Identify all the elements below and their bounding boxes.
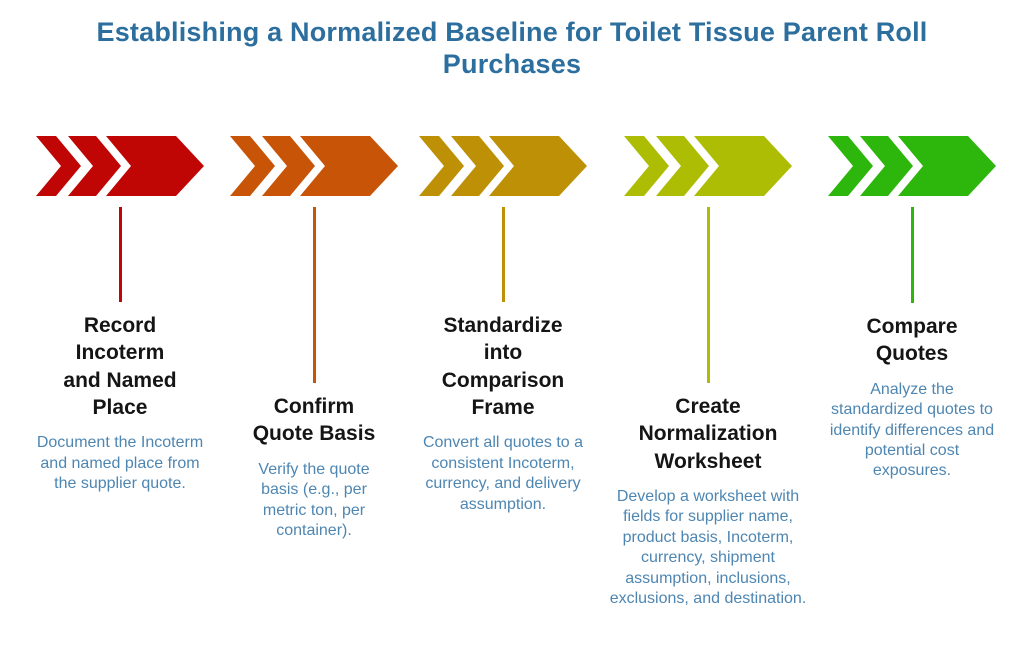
triple-chevron-icon — [419, 136, 587, 196]
step-title: Standardize into Comparison Frame — [441, 314, 565, 419]
step-title: Compare Quotes — [866, 315, 958, 366]
chevron-large — [489, 136, 587, 196]
chevron-small — [230, 136, 275, 196]
connector-line — [910, 207, 914, 303]
step-description: Develop a worksheet with fields for supp… — [609, 487, 807, 608]
chevron-medium — [68, 136, 121, 196]
chevron-large — [106, 136, 204, 196]
chevron-medium — [860, 136, 913, 196]
connector-line-fill — [501, 207, 505, 302]
connector-line — [501, 207, 505, 302]
chevron-medium — [656, 136, 709, 196]
step-column-confirm-quote-basis: Confirm Quote Basis Verify the quote bas… — [219, 136, 409, 541]
step-description: Verify the quote basis (e.g., per metric… — [258, 460, 370, 539]
connector-line — [312, 207, 316, 383]
connector-line-fill — [706, 207, 710, 383]
chevron-small — [624, 136, 669, 196]
connector-line-fill — [910, 207, 914, 303]
chevron-large — [694, 136, 792, 196]
chevron-small — [419, 136, 464, 196]
chevron-small — [828, 136, 873, 196]
triple-chevron-icon — [828, 136, 996, 196]
chevron-medium — [262, 136, 315, 196]
triple-chevron-icon — [624, 136, 792, 196]
step-description: Convert all quotes to a consistent Incot… — [422, 434, 584, 513]
step-description: Analyze the standardized quotes to ident… — [829, 380, 995, 480]
step-title: Record Incoterm and Named Place — [63, 314, 177, 419]
connector-line-fill — [118, 207, 122, 302]
step-description: Document the Incoterm and named place fr… — [36, 434, 204, 493]
step-title: Confirm Quote Basis — [252, 395, 376, 446]
page-title: Establishing a Normalized Baseline for T… — [96, 17, 928, 80]
step-title: Create Normalization Worksheet — [638, 395, 778, 473]
step-column-standardize-frame: Standardize into Comparison Frame Conver… — [408, 136, 598, 515]
chevron-small — [36, 136, 81, 196]
connector-line — [706, 207, 710, 383]
connector-line-fill — [312, 207, 316, 383]
step-column-normalization-worksheet: Create Normalization Worksheet Develop a… — [598, 136, 818, 610]
chevron-medium — [451, 136, 504, 196]
triple-chevron-icon — [230, 136, 398, 196]
step-column-record-incoterm: Record Incoterm and Named Place Document… — [25, 136, 215, 495]
step-column-compare-quotes: Compare Quotes Analyze the standardized … — [817, 136, 1007, 482]
chevron-large — [300, 136, 398, 196]
chevron-large — [898, 136, 996, 196]
connector-line — [118, 207, 122, 302]
triple-chevron-icon — [36, 136, 204, 196]
